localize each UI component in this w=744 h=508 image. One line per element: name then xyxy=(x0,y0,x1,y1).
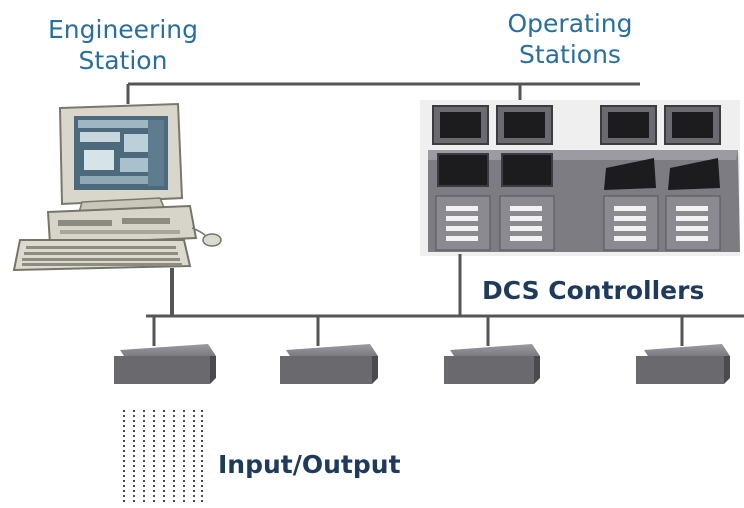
dcs-controller-2 xyxy=(280,344,378,384)
dcs-controller-1 xyxy=(114,344,216,384)
dcs-controller-3 xyxy=(444,344,540,384)
engineering-station-label-line1: Engineering xyxy=(48,15,198,44)
operating-stations-label-line2: Stations xyxy=(519,40,621,69)
console-cabinets xyxy=(435,195,721,251)
operating-stations-label-line1: Operating xyxy=(507,9,633,38)
input-output-terminals xyxy=(123,410,203,504)
dcs-controller-4 xyxy=(636,344,730,384)
operating-stations-label: Operating Stations xyxy=(470,8,670,70)
upper-network-bus xyxy=(126,82,640,104)
top-monitor-row xyxy=(432,105,721,145)
input-output-label: Input/Output xyxy=(218,450,401,479)
dcs-controllers-label: DCS Controllers xyxy=(482,276,705,305)
engineering-station-label: Engineering Station xyxy=(8,14,238,76)
operating-stations-console xyxy=(420,100,740,256)
lower-monitor-row xyxy=(437,153,720,190)
lower-network-bus xyxy=(146,254,744,346)
engineering-station-label-line2: Station xyxy=(78,46,168,75)
engineering-station-computer xyxy=(12,102,222,272)
